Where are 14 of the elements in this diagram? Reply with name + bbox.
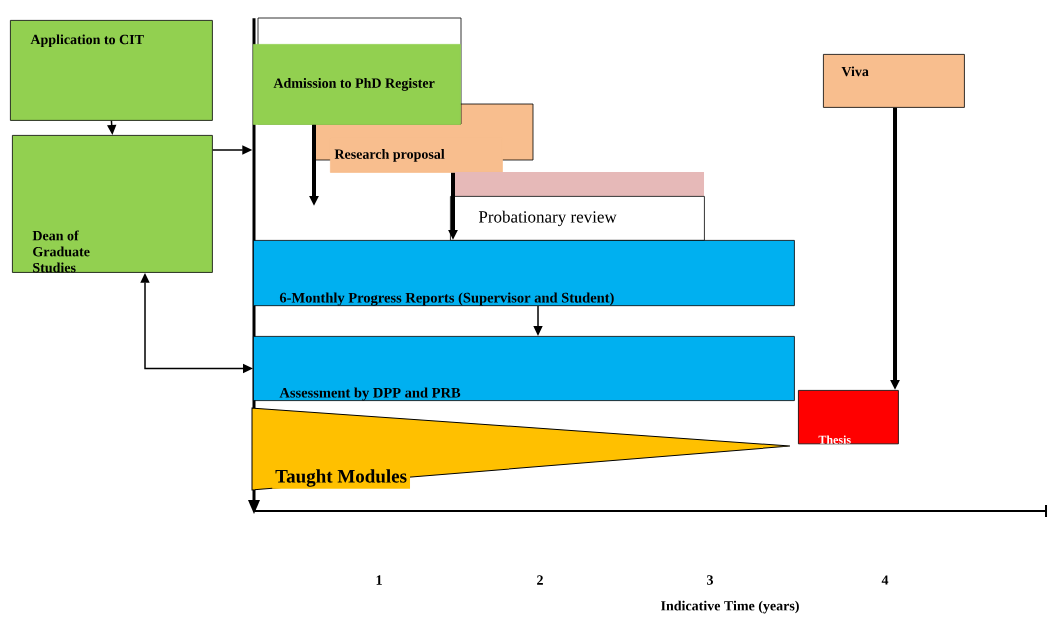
stage-box: Application to CIT (10, 20, 213, 121)
modules-triangle: Taught Modules (251, 407, 791, 491)
stage-box: Admission to PhD Register (253, 17, 462, 125)
tick-label: 2 (537, 575, 543, 585)
stage-box: Probationary review (450, 172, 705, 241)
stage-box: Viva (823, 54, 965, 108)
progress-bar: Assessment by DPP and PRB (253, 336, 795, 401)
axis-title: Indicative Time (years) (661, 600, 799, 614)
progress-bar: 6-Monthly Progress Reports (Supervisor and Student) (253, 240, 795, 307)
tick-label: 4 (881, 575, 889, 585)
tick-label: 3 (707, 575, 714, 585)
stage-box: Dean of Graduate Studies (12, 135, 213, 273)
tick-label: 1 (376, 575, 382, 585)
stage-box: Thesis (798, 390, 899, 445)
